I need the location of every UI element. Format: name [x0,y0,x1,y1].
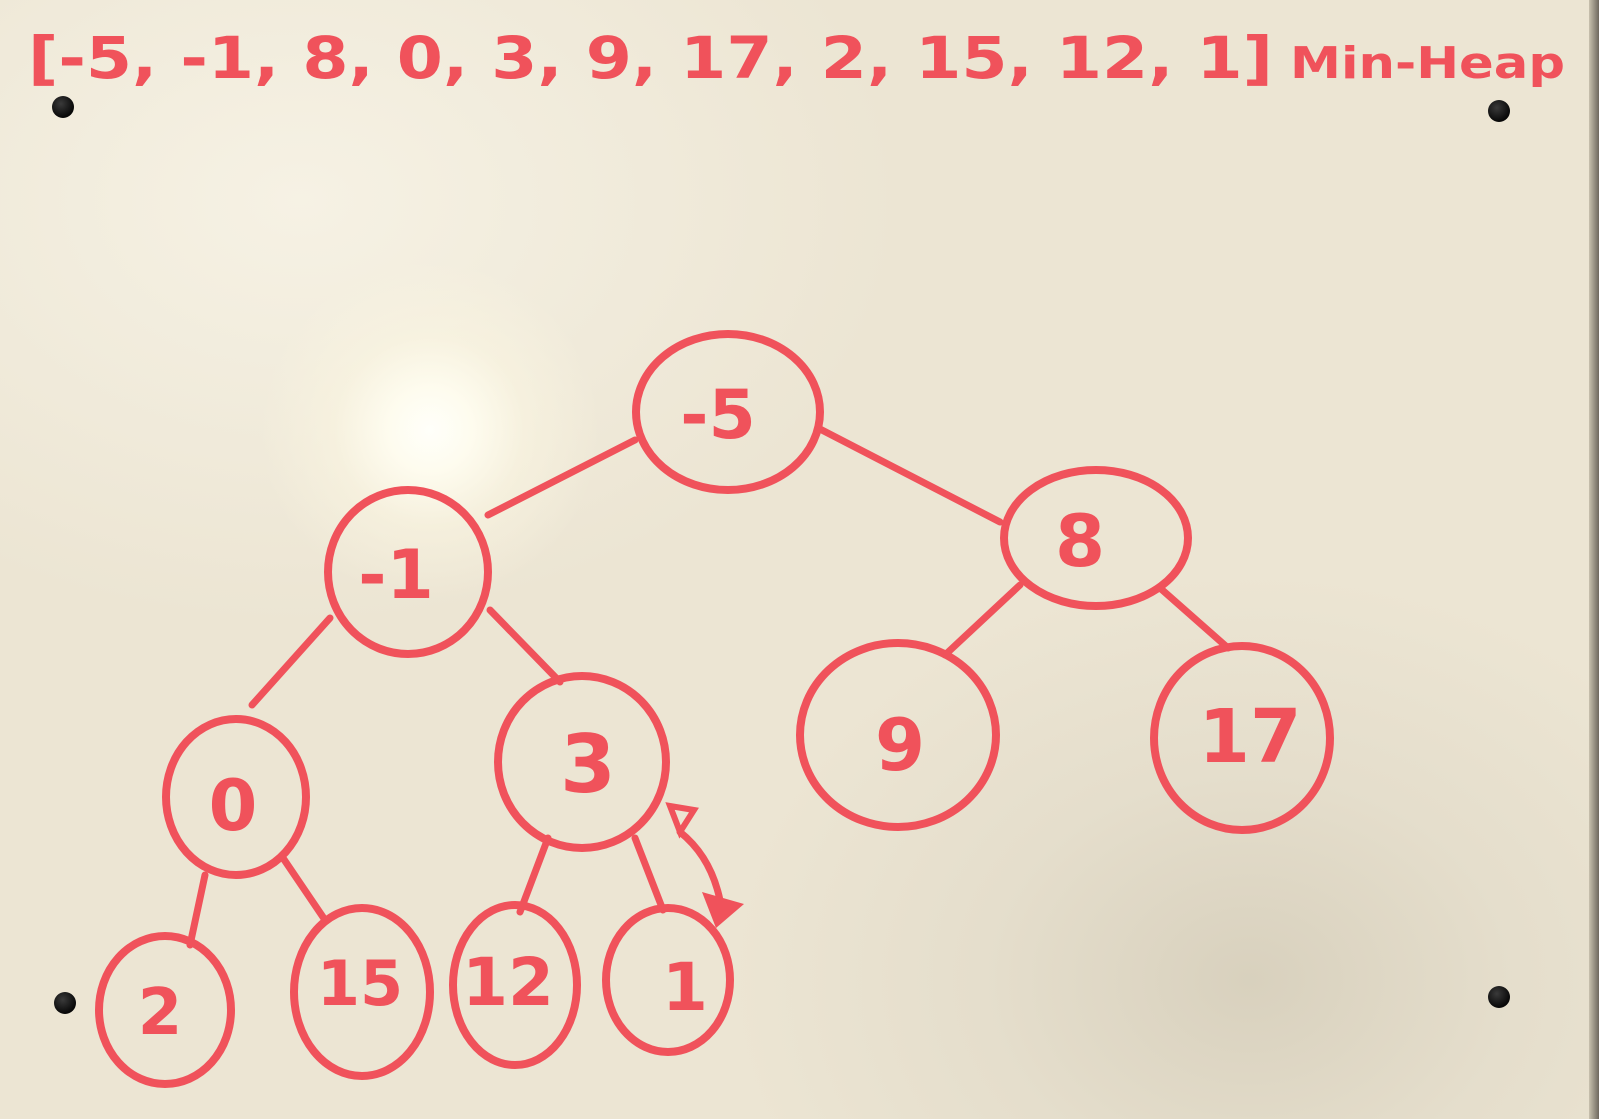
heap-node: -5 [632,330,824,494]
magnet-top-right [1488,100,1510,122]
heap-node: 0 [162,715,310,879]
edge-n2-n6 [1156,584,1232,652]
swap-arrowhead-down [702,892,744,928]
node-value: 0 [209,765,258,847]
edge-n1-n4 [486,606,564,686]
node-value: 8 [1055,499,1105,583]
board-frame-edge [1589,0,1599,1119]
edge-n2-n5 [941,581,1024,659]
magnet-top-left [52,96,74,118]
heap-node: 1 [602,904,734,1056]
heap-node: 15 [290,904,434,1080]
node-value: 17 [1199,694,1302,780]
magnet-bottom-right [1488,986,1510,1008]
heap-node: 17 [1150,642,1334,834]
node-value: 2 [138,976,183,1050]
node-value: 15 [317,947,403,1020]
node-value: 3 [560,718,616,811]
edge-n4-n10 [631,834,667,914]
edge-n3-n7 [186,871,209,949]
heap-node: 2 [95,932,235,1088]
magnet-bottom-left [54,992,76,1014]
heap-node: 3 [494,672,670,852]
node-value: -1 [358,536,434,615]
heap-node: -1 [324,486,492,658]
heap-node: 8 [1000,466,1192,610]
edge-n3-n8 [279,854,329,924]
edge-n0-n2 [814,424,1004,526]
heap-node: 9 [796,639,1000,831]
edge-n1-n3 [248,614,334,709]
heap-label: Min-Heap [1290,38,1565,89]
node-value: 9 [875,703,925,787]
heap-node: 12 [449,901,581,1069]
node-value: -5 [680,376,756,455]
node-value: 1 [662,949,708,1026]
edge-n4-n9 [516,834,552,916]
swap-arrow [665,802,744,928]
swap-arrowhead-up [665,802,699,839]
node-value: 12 [462,944,554,1021]
array-text: [-5, -1, 8, 0, 3, 9, 17, 2, 15, 12, 1] [28,24,1273,92]
nodes-layer: -5 -1 8 0 3 9 17 2 [95,330,1334,1088]
edge-n0-n1 [484,436,639,519]
edges-layer [186,424,1232,949]
